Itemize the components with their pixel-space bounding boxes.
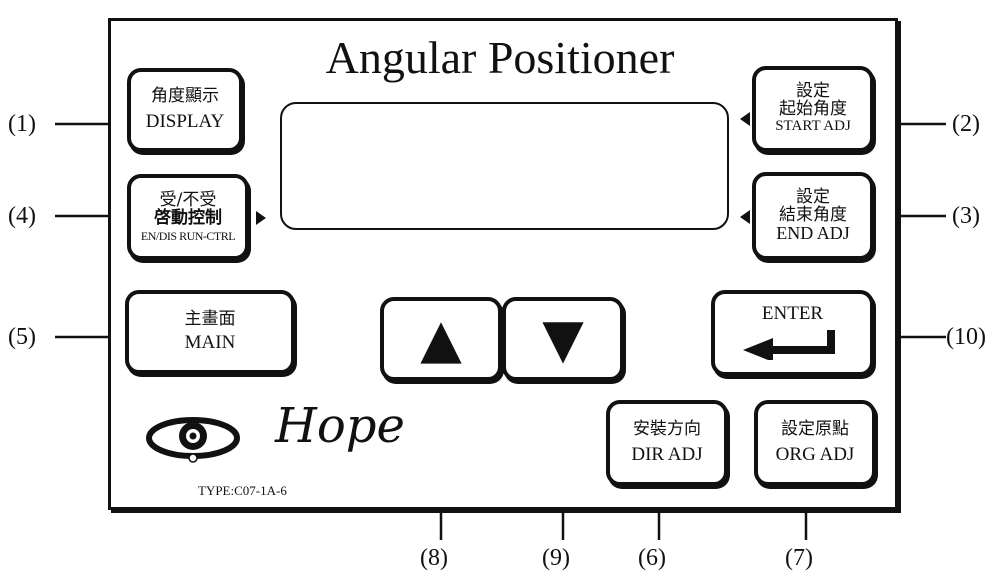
pointer-run-ctrl-icon (256, 211, 266, 225)
pointer-end-adj-icon (740, 210, 750, 224)
start-adj-button-zh2: 起始角度 (779, 99, 847, 120)
down-triangle-icon: ▼ (542, 307, 584, 370)
main-button-zh: 主畫面 (184, 309, 236, 330)
hope-logo: Hope (275, 398, 405, 454)
callout-6: (6) (638, 545, 666, 571)
run-ctrl-button-zh2: 啓動控制 (154, 207, 222, 228)
panel-title: Angular Positioner (325, 32, 675, 83)
org-adj-button-zh: 設定原點 (781, 419, 849, 440)
eye-logo-icon (146, 417, 240, 463)
callout-8: (8) (420, 545, 448, 571)
type-label: TYPE:C07-1A-6 (198, 483, 287, 498)
callout-2: (2) (952, 111, 980, 137)
display-button[interactable]: 角度顯示 DISPLAY (127, 68, 243, 152)
lcd-display (280, 102, 729, 230)
callout-4: (4) (8, 203, 36, 229)
callout-3: (3) (952, 203, 980, 229)
up-triangle-icon: ▲ (420, 307, 462, 370)
dir-adj-button[interactable]: 安裝方向 DIR ADJ (606, 400, 728, 486)
dir-adj-button-zh: 安裝方向 (633, 419, 701, 440)
start-adj-button-zh1: 設定 (796, 81, 830, 102)
display-button-zh: 角度顯示 (151, 86, 219, 107)
end-adj-button[interactable]: 設定 結束角度 END ADJ (752, 172, 874, 260)
start-adj-button-en: START ADJ (775, 117, 851, 134)
main-button[interactable]: 主畫面 MAIN (125, 290, 295, 374)
org-adj-button-en: ORG ADJ (775, 443, 855, 465)
start-adj-button[interactable]: 設定 起始角度 START ADJ (752, 66, 874, 152)
dir-adj-button-en: DIR ADJ (631, 443, 703, 465)
run-ctrl-button-en: EN/DIS RUN-CTRL (140, 228, 236, 243)
callout-9: (9) (542, 545, 570, 571)
end-adj-button-zh2: 結束角度 (779, 204, 847, 225)
enter-arrow-icon (742, 329, 835, 360)
end-adj-button-en: END ADJ (776, 223, 850, 244)
org-adj-button[interactable]: 設定原點 ORG ADJ (754, 400, 876, 486)
display-button-en: DISPLAY (145, 110, 225, 132)
run-ctrl-button-zh1: 受/不受 (159, 189, 217, 210)
end-adj-button-zh1: 設定 (796, 186, 830, 207)
callout-10: (10) (946, 324, 986, 350)
enter-button[interactable]: ENTER (711, 290, 874, 376)
callout-1: (1) (8, 111, 36, 137)
enter-button-label: ENTER (761, 303, 824, 324)
callout-7: (7) (785, 545, 813, 571)
run-ctrl-button[interactable]: 受/不受 啓動控制 EN/DIS RUN-CTRL (127, 174, 249, 260)
callout-5: (5) (8, 324, 36, 350)
main-button-en: MAIN (184, 331, 236, 353)
pointer-start-adj-icon (740, 112, 750, 126)
down-button[interactable]: ▼ (502, 297, 624, 381)
up-button[interactable]: ▲ (380, 297, 502, 381)
